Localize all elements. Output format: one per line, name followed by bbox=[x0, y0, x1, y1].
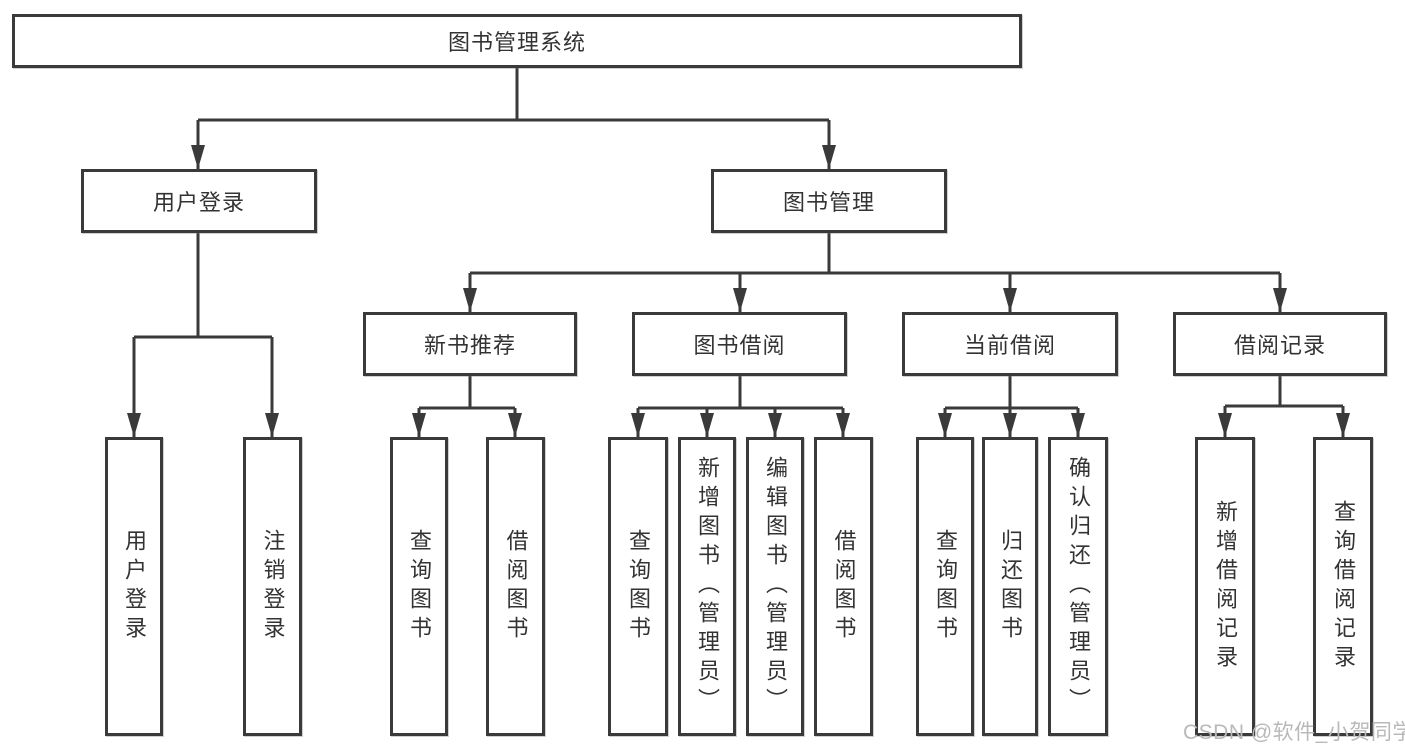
leaf-label: 借阅图书 bbox=[503, 528, 529, 645]
leaf-user-login: 用户登录 bbox=[105, 437, 163, 736]
node-new-book-recommend: 新书推荐 bbox=[363, 312, 577, 376]
leaf-borrow-books: 借阅图书 bbox=[814, 437, 873, 736]
leaf-query-books: 查询图书 bbox=[916, 437, 974, 736]
leaf-label: 注销登录 bbox=[260, 528, 286, 645]
leaf-query-books: 查询图书 bbox=[390, 437, 448, 736]
leaf-query-books: 查询图书 bbox=[608, 437, 668, 736]
node-label: 图书管理系统 bbox=[447, 30, 586, 55]
leaf-logout-login: 注销登录 bbox=[243, 437, 302, 736]
leaf-label: 用户登录 bbox=[122, 528, 147, 645]
node-book-borrow: 图书借阅 bbox=[632, 312, 847, 376]
node-label: 图书管理 bbox=[782, 190, 875, 215]
leaf-label: 确认归还（管理员） bbox=[1066, 456, 1091, 717]
leaf-edit-book-admin: 编辑图书（管理员） bbox=[746, 437, 804, 736]
node-label: 借阅记录 bbox=[1233, 333, 1326, 358]
leaf-add-book-admin: 新增图书（管理员） bbox=[678, 437, 736, 736]
leaf-label: 查询图书 bbox=[626, 528, 651, 645]
leaf-label: 查询借阅记录 bbox=[1331, 499, 1356, 674]
leaf-label: 新增借阅记录 bbox=[1213, 499, 1238, 674]
node-root-system: 图书管理系统 bbox=[12, 14, 1022, 68]
leaf-return-book: 归还图书 bbox=[982, 437, 1038, 736]
leaf-label: 借阅图书 bbox=[831, 528, 857, 645]
leaf-label: 新增图书（管理员） bbox=[695, 456, 720, 717]
node-book-management: 图书管理 bbox=[711, 169, 947, 233]
leaf-query-borrow-record: 查询借阅记录 bbox=[1313, 437, 1373, 736]
leaf-confirm-return-admin: 确认归还（管理员） bbox=[1048, 437, 1108, 736]
leaf-borrow-books: 借阅图书 bbox=[486, 437, 545, 736]
node-borrow-records: 借阅记录 bbox=[1173, 312, 1387, 376]
node-label: 图书借阅 bbox=[693, 333, 786, 358]
csdn-watermark: CSDN @软件_小贺同学 bbox=[1183, 721, 1405, 744]
leaf-add-borrow-record: 新增借阅记录 bbox=[1195, 437, 1255, 736]
node-label: 用户登录 bbox=[152, 190, 245, 215]
node-label: 当前借阅 bbox=[963, 333, 1056, 358]
leaf-label: 查询图书 bbox=[407, 528, 432, 645]
node-label: 新书推荐 bbox=[423, 333, 516, 358]
leaf-label: 编辑图书（管理员） bbox=[763, 456, 788, 717]
leaf-label: 查询图书 bbox=[933, 528, 958, 645]
node-current-borrow: 当前借阅 bbox=[902, 312, 1118, 376]
leaf-label: 归还图书 bbox=[998, 528, 1023, 645]
node-user-login: 用户登录 bbox=[81, 169, 317, 233]
